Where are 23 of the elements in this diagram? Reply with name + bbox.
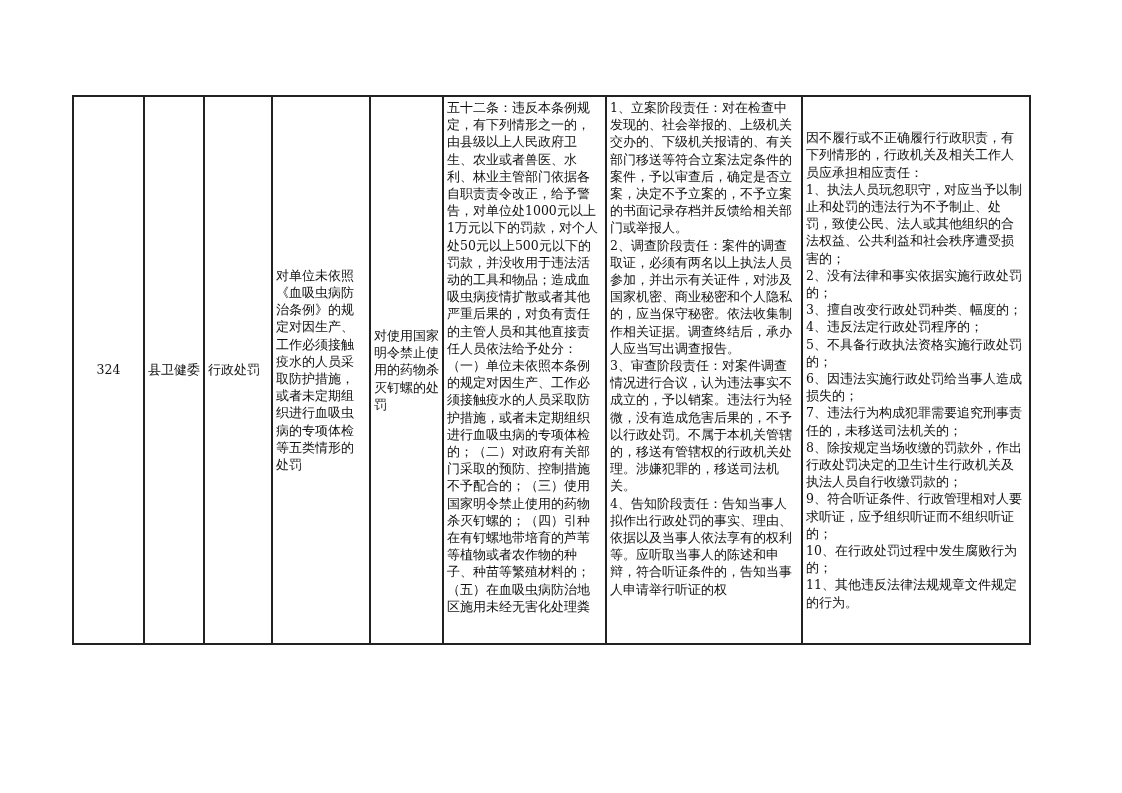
accountability-text: 8、除按规定当场收缴的罚款外，作出行政处罚决定的卫生计生行政机关及执法人员自行收缴罚款的； xyxy=(806,438,1023,491)
accountability-text: 7、违法行为构成犯罪需要追究刑事责任的，未移送司法机关的； xyxy=(806,404,1023,439)
accountability-text: 因不履行或不正确履行行政职责，有下列情形的，行政机关及相关工作人员应承担相应责任： xyxy=(806,129,1015,181)
accountability-text: 11、其他违反法律法规规章文件规定的行为。 xyxy=(806,576,1018,611)
legal-basis-text: 五十二条：违反本条例规定，有下列情形之一的，由县级以上人民政府卫生、农业或者兽医、水利、林业主管部门依据各自职责责令改正，给予警告，对单位处1000元以上1万元以下的罚款，对个人处50元以上500元以下的罚款，并没收用于违法活动的工具和物品；造成血吸虫病疫情扩散或者其他严重后果的，对负有责任的主管人员和其他直接责任人员依法给予处分： xyxy=(447,99,599,358)
penalty-type: 行政处罚 xyxy=(208,361,261,379)
accountability-text: 5、不具备行政执法资格实施行政处罚的； xyxy=(806,335,1023,370)
accountability-text: 1、执法人员玩忽职守，对应当予以制止和处罚的违法行为不予制止、处罚，致使公民、法人或其他组织的合法权益、公共利益和社会秩序遭受损害的； xyxy=(806,180,1023,267)
sub-item-text: 对使用国家明令禁止使用的药物杀灭钉螺的处罚 xyxy=(374,327,439,413)
accountability-text: 9、符合听证条件、行政管理相对人要求听证，应予组织听证而不组织听证的； xyxy=(806,490,1023,543)
department-name: 县卫健委 xyxy=(148,361,200,379)
accountability-text: 2、没有法律和事实依据实施行政处罚的； xyxy=(806,266,1023,302)
accountability-text: 4、违反法定行政处罚程序的； xyxy=(806,318,984,336)
accountability-text: 10、在行政处罚过程中发生腐败行为的； xyxy=(806,542,1018,577)
responsibility-text: 1、立案阶段责任：对在检查中发现的、社会举报的、上级机关交办的、下级机关报请的、有关部门移送等符合立案法定条件的案件，予以审查后，确定是否立案，决定不予立案的，不予立案的书面记录存档并反馈给相关部门或举报人。 xyxy=(610,99,793,237)
responsibility-text: 4、告知阶段责任：告知当事人拟作出行政处罚的事实、理由、依据以及当事人依法享有的权利等。应听取当事人的陈述和申辩，符合听证条件的，告知当事人申请举行听证的权 xyxy=(610,494,793,598)
accountability-text: 6、因违法实施行政处罚给当事人造成损失的； xyxy=(806,370,1023,405)
responsibility-text: 3、审查阶段责任：对案件调查情况进行合议，认为违法事实不成立的，予以销案。违法行为轻微，没有造成危害后果的，不予以行政处罚。不属于本机关管辖的，移送有管辖权的行政机关处理。涉嫌犯罪的，移送司法机关。 xyxy=(610,357,793,495)
row-number: 324 xyxy=(95,361,122,379)
legal-basis-text: （一）单位未依照本条例的规定对因生产、工作必须接触疫水的人员采取防护措施，或者未定期组织进行血吸虫病的专项体检的；（二）对政府有关部门采取的预防、控制措施不予配合的；（三）使用国家明令禁止使用的药物杀灭钉螺的；（四）引种在有钉螺地带培育的芦苇等植物或者农作物的种子、种苗等繁殖材料的；（五）在血吸虫病防治地区施用未经无害化处理粪 xyxy=(447,357,591,616)
responsibility-text: 2、调查阶段责任：案件的调查取证，必须有两名以上执法人员参加，并出示有关证件，对涉及国家机密、商业秘密和个人隐私的，应当保守秘密。依法收集制作相关证据。调查终结后，承办人应当写出调查报告。 xyxy=(610,236,793,358)
penalty-item-text: 对单位未依照《血吸虫病防治条例》的规定对因生产、工作必须接触疫水的人员采取防护措施，或者未定期组织进行血吸虫病的专项体检等五类情形的处罚 xyxy=(276,266,355,474)
accountability-text: 3、擅自改变行政处罚种类、幅度的； xyxy=(806,301,1023,319)
